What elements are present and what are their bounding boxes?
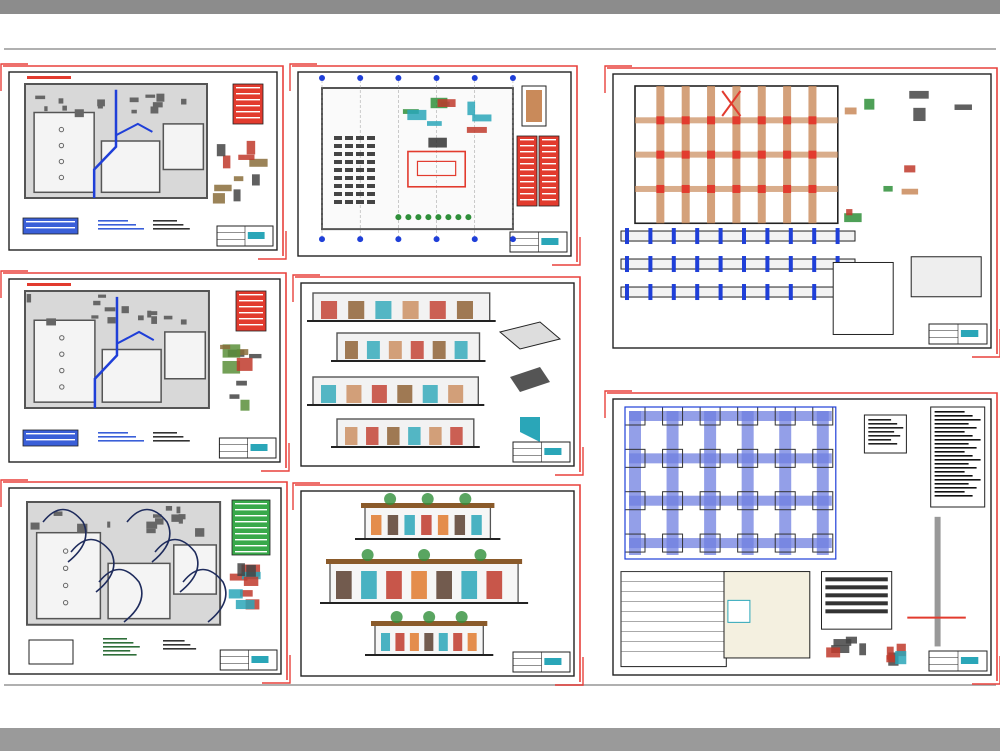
- architectural-floor-plan: [319, 75, 560, 243]
- building-sections: [307, 292, 562, 448]
- bottom-status-strip: [0, 728, 1000, 751]
- structural-floor-plan: [620, 85, 982, 335]
- layout-outline: [4, 48, 996, 686]
- plumbing-floor-plan: [22, 283, 267, 447]
- top-toolbar-strip: [0, 0, 1000, 14]
- electrical-floor-plan: [26, 499, 271, 665]
- foundation-plan: [620, 406, 986, 668]
- building-elevations: [320, 493, 529, 656]
- plumbing-floor-plan: [22, 76, 268, 235]
